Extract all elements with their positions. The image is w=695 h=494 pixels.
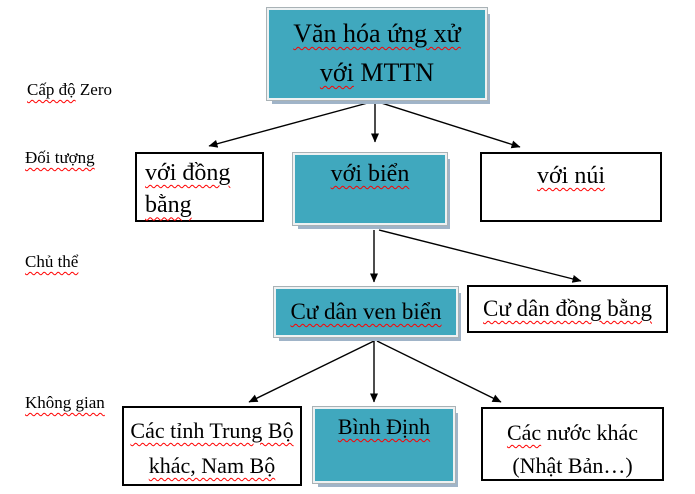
node-cu-dan-dong-bang: Cư dân đồng bằng <box>467 285 668 333</box>
arrow-venbien-to-trungbo <box>248 340 375 403</box>
node-text-wavy: Cư dân ven biển <box>290 299 442 324</box>
row-label-text: Không gian <box>25 393 105 412</box>
node-text-plain: MTTN <box>353 58 435 87</box>
arrow-bien-to-dong-bang <box>378 229 582 283</box>
row-label-text: Cấp độ <box>27 80 76 99</box>
node-text-wavy: Văn hóa ứng xử với <box>293 19 461 87</box>
arrow-venbien-to-nuockhac <box>376 340 502 403</box>
node-voi-bien: với biển <box>293 153 447 225</box>
node-voi-nui: với núi <box>480 152 662 222</box>
arrow-root-to-dong-bang <box>208 100 376 148</box>
node-cac-nuoc-khac-nhat-ban: Các nước khác (Nhật Bản…) <box>481 407 664 481</box>
row-label-cap-do-zero: Cấp độ Zero <box>27 80 112 100</box>
row-label-text: Chủ thể <box>25 252 79 271</box>
node-cu-dan-ven-bien: Cư dân ven biển <box>274 287 458 337</box>
row-label-chu-the: Chủ thể <box>25 252 78 272</box>
row-label-doi-tuong: Đối tượng <box>25 148 95 168</box>
node-text-wavy: với biển <box>330 161 410 187</box>
node-binh-dinh: Bình Định <box>313 407 455 483</box>
arrow-root-to-nui <box>374 100 521 149</box>
row-label-text-plain: Zero <box>75 80 112 99</box>
node-text-wavy: với núi <box>536 163 606 189</box>
node-text-wavy: Các <box>506 420 542 445</box>
row-label-text: Đối tượng <box>25 148 95 167</box>
node-text-plain: nước khác (Nhật Bản…) <box>512 420 639 478</box>
node-text-wavy: Cư dân đồng bằng <box>483 296 652 321</box>
node-van-hoa-ung-xu-voi-mttn: Văn hóa ứng xử với MTTN <box>267 8 487 100</box>
row-label-khong-gian: Không gian <box>25 393 105 413</box>
node-cac-tinh-trung-bo-nam-bo: Các tỉnh Trung Bộ khác, Nam Bộ <box>122 406 302 486</box>
node-text-wavy: Bình Định <box>337 414 431 439</box>
node-text-wavy: với đồng bằng <box>145 160 231 219</box>
node-voi-dong-bang: với đồng bằng <box>135 152 264 222</box>
node-text-wavy: Các tỉnh Trung Bộ khác, Nam Bộ <box>130 418 294 479</box>
